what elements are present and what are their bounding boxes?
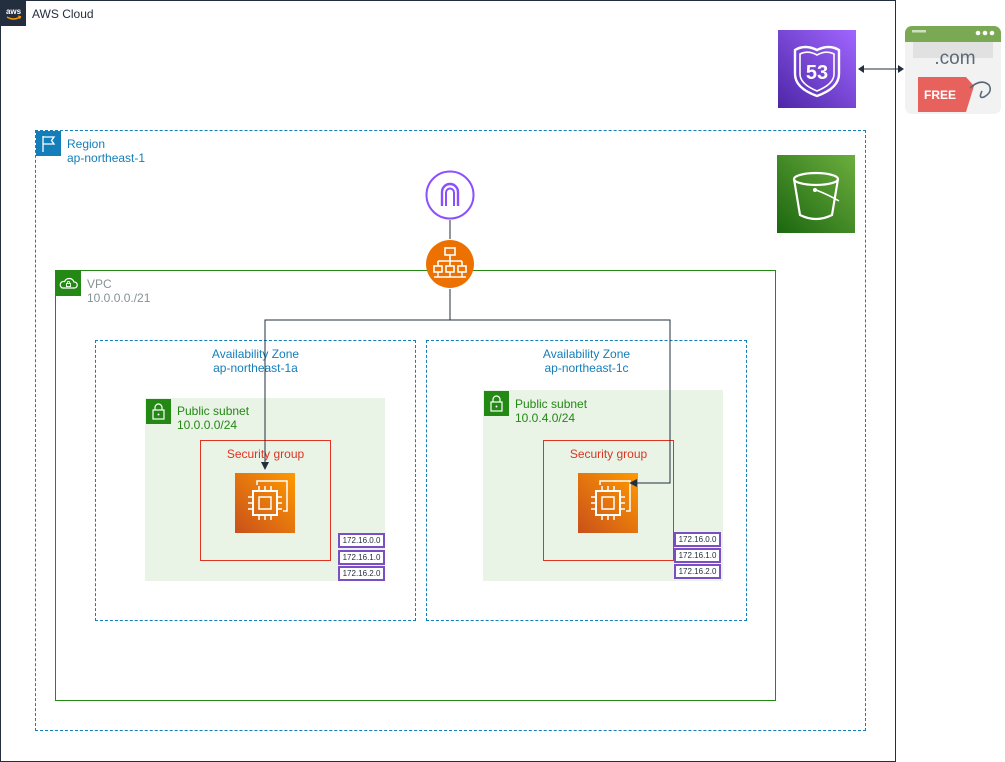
security-group-1c: [543, 440, 674, 561]
route-entry: 172.16.0.0: [674, 532, 721, 547]
region-label: Region: [67, 137, 106, 151]
alb-to-ec2-1a-line: [264, 289, 451, 466]
route-entry: 172.16.1.0: [338, 550, 385, 565]
s3-bucket-icon: [777, 155, 855, 233]
ec2-instance-icon: [235, 473, 295, 533]
alb-to-ec2-1c-line: [450, 319, 671, 484]
vpc-group: [55, 270, 776, 701]
subnet-label: Public subnet: [177, 404, 250, 418]
arrowhead: [261, 462, 269, 470]
lock-icon: [146, 399, 171, 424]
security-group-label: Security group: [569, 447, 648, 461]
ec2-instance-icon: [578, 473, 638, 533]
region-name: ap-northeast-1: [67, 151, 146, 165]
subnet-label: Public subnet: [515, 397, 588, 411]
cloud-lock-icon: [56, 271, 81, 296]
route-entry: 172.16.1.0: [674, 548, 721, 563]
arrowhead: [858, 65, 864, 73]
availability-zone-1c: [426, 340, 747, 621]
subnet-cidr: 10.0.4.0/24: [515, 411, 576, 425]
free-tag: FREE: [924, 88, 956, 102]
vpc-label: VPC: [87, 277, 112, 291]
domain-registration-icon: .com FREE: [905, 26, 1001, 114]
aws-logo-icon: aws: [1, 1, 26, 26]
svg-text:aws: aws: [6, 7, 22, 16]
domain-tld: .com: [934, 48, 975, 69]
aws-cloud-label: AWS Cloud: [32, 7, 94, 21]
arrowhead: [629, 479, 637, 487]
load-balancer-icon: [425, 239, 475, 289]
internet-gateway-icon: [425, 170, 475, 220]
availability-zone-name: ap-northeast-1c: [544, 361, 629, 375]
availability-zone-name: ap-northeast-1a: [213, 361, 298, 375]
route53-icon: 53: [778, 30, 856, 108]
availability-zone-label: Availability Zone: [542, 347, 631, 361]
route-entry: 172.16.2.0: [338, 566, 385, 581]
lock-icon: [484, 391, 509, 416]
vpc-cidr: 10.0.0.0./21: [87, 291, 151, 305]
route53-badge: 53: [806, 62, 828, 84]
subnet-cidr: 10.0.0.0/24: [177, 418, 238, 432]
region-group: [35, 130, 866, 731]
route-entry: 172.16.0.0: [338, 533, 385, 548]
arrowhead: [898, 65, 904, 73]
flag-icon: [36, 131, 61, 156]
route-entry: 172.16.2.0: [674, 564, 721, 579]
availability-zone-label: Availability Zone: [211, 347, 300, 361]
availability-zone-1a: [95, 340, 416, 621]
